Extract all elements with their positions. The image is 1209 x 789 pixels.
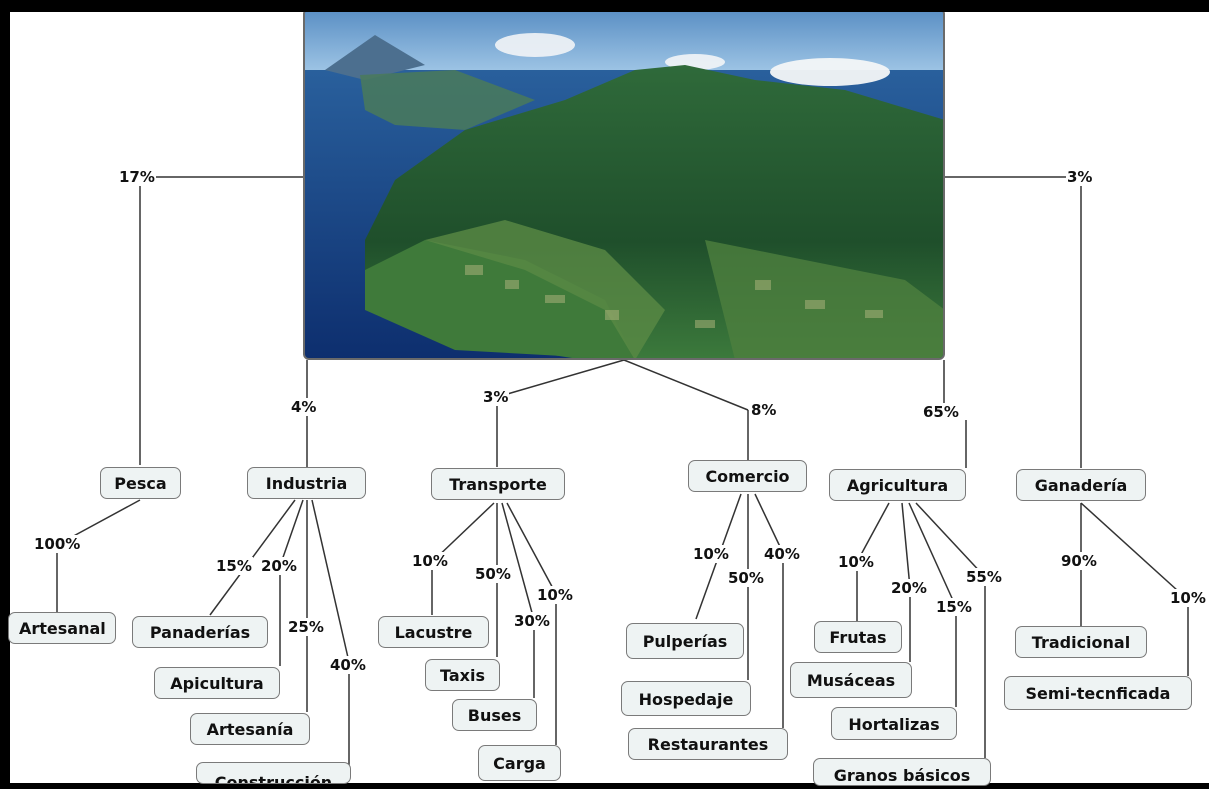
transporte-child-lacustre: Lacustre [378,616,489,648]
transporte-child-buses: Buses [452,699,537,731]
transporte-child-pct-buses: 30% [513,612,551,630]
transporte-child-pct-carga: 10% [536,586,574,604]
comercio-child-pct-restaurantes: 40% [763,545,801,563]
industria-child-pct-artesania: 25% [287,618,325,636]
sector-node-pesca: Pesca [100,467,181,499]
frame-bottom-border [0,783,1209,789]
pesca-child-artesanal: Artesanal [8,612,116,644]
industria-child-apicultura: Apicultura [154,667,280,699]
ganaderia-child-tradicional: Tradicional [1015,626,1147,658]
industria-share-label: 4% [290,398,318,416]
comercio-child-pct-hospedaje: 50% [727,569,765,587]
sector-node-ganaderia: Ganadería [1016,469,1146,501]
agricultura-child-frutas: Frutas [814,621,902,653]
comercio-child-pct-pulperias: 10% [692,545,730,563]
agricultura-child-musaceas: Musáceas [790,662,912,698]
industria-child-pct-panaderias: 15% [215,557,253,575]
sector-node-transporte: Transporte [431,468,565,500]
industria-child-construccion: Construcción [196,762,351,784]
industria-child-pct-construccion: 40% [329,656,367,674]
sector-node-comercio: Comercio [688,460,807,492]
transporte-child-pct-lacustre: 10% [411,552,449,570]
transporte-child-carga: Carga [478,745,561,781]
industria-child-pct-apicultura: 20% [260,557,298,575]
agricultura-share-label: 65% [922,403,960,421]
agricultura-child-pct-hortalizas: 15% [935,598,973,616]
ganaderia-child-semi-tecnificada: Semi-tecnficada [1004,676,1192,710]
pesca-share-label: 17% [118,168,156,186]
transporte-share-label: 3% [482,388,510,406]
ganaderia-child-pct-semi: 10% [1169,589,1207,607]
agricultura-child-pct-frutas: 10% [837,553,875,571]
agricultura-child-pct-granos: 55% [965,568,1003,586]
transporte-child-pct-taxis: 50% [474,565,512,583]
frame-left-border [0,0,10,789]
sector-node-industria: Industria [247,467,366,499]
comercio-child-hospedaje: Hospedaje [621,681,751,716]
ganaderia-child-pct-tradicional: 90% [1060,552,1098,570]
industria-child-panaderias: Panaderías [132,616,268,648]
agricultura-child-hortalizas: Hortalizas [831,707,957,740]
industria-child-artesania: Artesanía [190,713,310,745]
comercio-share-label: 8% [750,401,778,419]
agricultura-child-pct-musaceas: 20% [890,579,928,597]
comercio-child-pulperias: Pulperías [626,623,744,659]
comercio-child-restaurantes: Restaurantes [628,728,788,760]
sector-node-agricultura: Agricultura [829,469,966,501]
frame-top-border [0,0,1209,12]
pesca-child-pct: 100% [33,535,82,553]
ganaderia-share-label: 3% [1066,168,1094,186]
volcano-island-photo [303,8,945,360]
agricultura-child-granos-basicos: Granos básicos [813,758,991,786]
transporte-child-taxis: Taxis [425,659,500,691]
